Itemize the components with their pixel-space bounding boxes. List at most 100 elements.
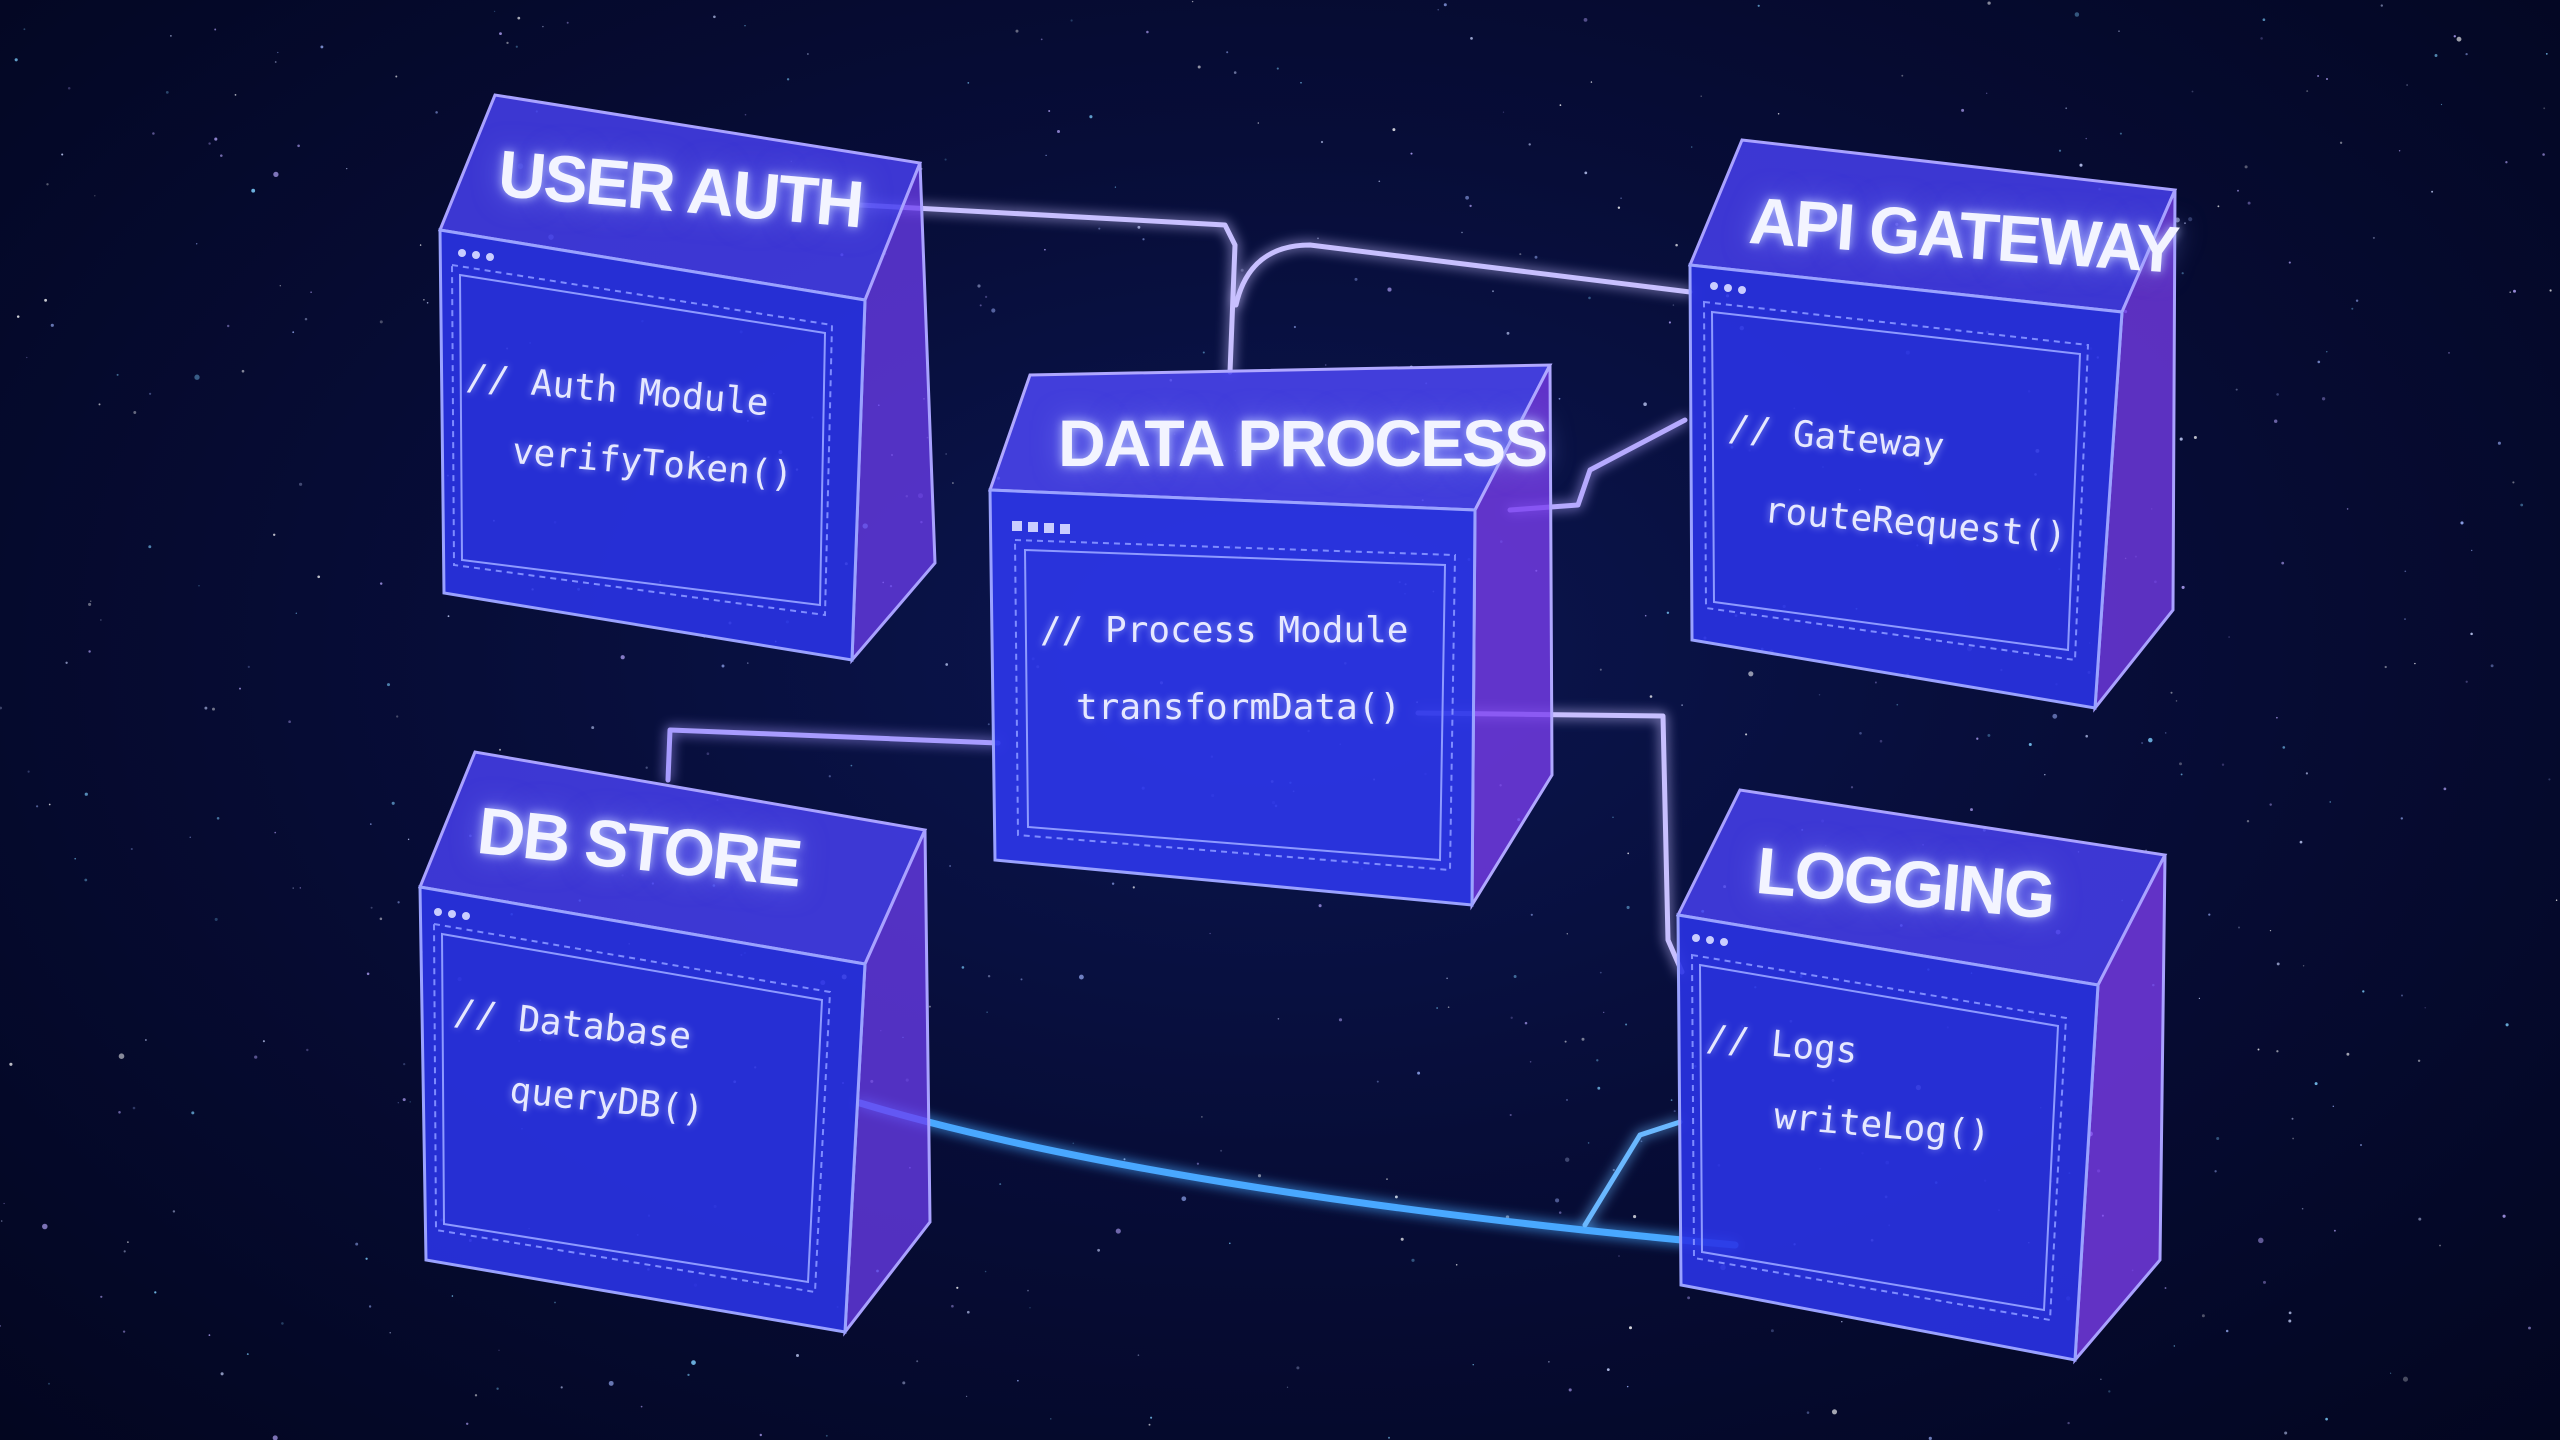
star	[465, 1422, 469, 1426]
star	[2306, 90, 2309, 93]
star	[1928, 1436, 1932, 1440]
star	[640, 1405, 643, 1408]
star	[1672, 304, 1675, 306]
star	[2339, 141, 2343, 144]
star	[154, 1291, 157, 1294]
star	[1606, 1368, 1610, 1371]
star	[1202, 351, 1205, 354]
star	[2216, 1136, 2220, 1141]
star	[2085, 137, 2087, 140]
star	[247, 665, 250, 669]
star	[1627, 852, 1630, 855]
star	[807, 53, 809, 55]
star	[2398, 150, 2401, 152]
star	[2549, 289, 2552, 292]
star	[1492, 290, 1494, 293]
star	[299, 887, 301, 889]
star	[9, 1062, 13, 1066]
star	[295, 612, 297, 614]
star	[1675, 243, 1678, 247]
star	[2288, 261, 2291, 264]
star	[2246, 819, 2250, 823]
star	[16, 315, 20, 318]
star	[1197, 65, 1201, 69]
star	[2274, 419, 2278, 423]
star	[2198, 997, 2201, 1000]
star	[2490, 664, 2494, 668]
star	[2505, 1023, 2509, 1027]
star	[1970, 808, 1973, 812]
star	[194, 374, 200, 380]
star	[2439, 1244, 2441, 1247]
star	[2179, 762, 2182, 766]
star	[423, 299, 425, 301]
star	[1649, 695, 1653, 698]
star	[306, 1048, 309, 1052]
module-api-gateway[interactable]: API GATEWAY // Gateway routeRequest()	[1687, 138, 2190, 713]
star	[2118, 30, 2120, 32]
module-data-process[interactable]: DATA PROCESS // Process Module transform…	[987, 363, 1560, 911]
star	[2513, 289, 2516, 293]
star	[118, 1111, 121, 1114]
star	[274, 831, 277, 834]
star	[2044, 773, 2046, 776]
star	[277, 51, 279, 54]
star	[2244, 165, 2248, 169]
star	[2321, 397, 2326, 401]
star	[2548, 778, 2551, 781]
star	[945, 663, 949, 666]
star	[2332, 1105, 2335, 1108]
star	[1558, 1211, 1562, 1214]
star	[366, 972, 370, 976]
star	[1115, 1228, 1121, 1234]
star	[2443, 787, 2447, 791]
star	[984, 295, 988, 299]
star	[1142, 238, 1145, 241]
module-user-auth[interactable]: USER AUTH // Auth Module verifyToken()	[437, 93, 940, 665]
star	[133, 411, 137, 414]
star	[2292, 1137, 2294, 1140]
star	[2221, 763, 2225, 766]
star	[2384, 665, 2387, 669]
star	[239, 687, 241, 690]
star	[127, 1241, 129, 1243]
star	[796, 1354, 799, 1357]
box-logging	[1675, 788, 2168, 1365]
star	[474, 1394, 478, 1397]
star	[2502, 1214, 2506, 1218]
star	[2276, 716, 2278, 719]
star	[2184, 222, 2186, 225]
star	[2262, 18, 2266, 22]
star	[2470, 632, 2473, 636]
star	[496, 1387, 499, 1390]
star	[165, 91, 169, 94]
star	[1806, 1411, 1810, 1414]
star	[1201, 1116, 1203, 1118]
star	[2512, 481, 2515, 484]
star	[2193, 435, 2197, 440]
star	[2402, 1376, 2409, 1382]
star	[706, 752, 710, 756]
module-db-store[interactable]: DB STORE // Database queryDB()	[417, 750, 940, 1337]
star	[949, 865, 952, 867]
wire-auth-to-process	[857, 202, 1238, 375]
star	[262, 1040, 265, 1043]
star	[208, 1334, 211, 1336]
star	[1137, 225, 1141, 229]
star	[2281, 561, 2285, 565]
star	[88, 602, 92, 606]
star	[1530, 913, 1533, 916]
star	[2418, 1217, 2422, 1221]
star	[2471, 549, 2473, 552]
star	[220, 1372, 224, 1376]
star	[1668, 321, 1671, 324]
star	[2326, 351, 2328, 353]
star	[1841, 1321, 1843, 1323]
star	[498, 748, 502, 751]
wire-logging-branch	[1582, 1119, 1683, 1228]
star	[1559, 104, 1562, 106]
module-logging[interactable]: LOGGING // Logs writeLog()	[1675, 788, 2178, 1365]
star	[1394, 1195, 1398, 1199]
star	[499, 32, 502, 36]
star	[2456, 36, 2462, 42]
